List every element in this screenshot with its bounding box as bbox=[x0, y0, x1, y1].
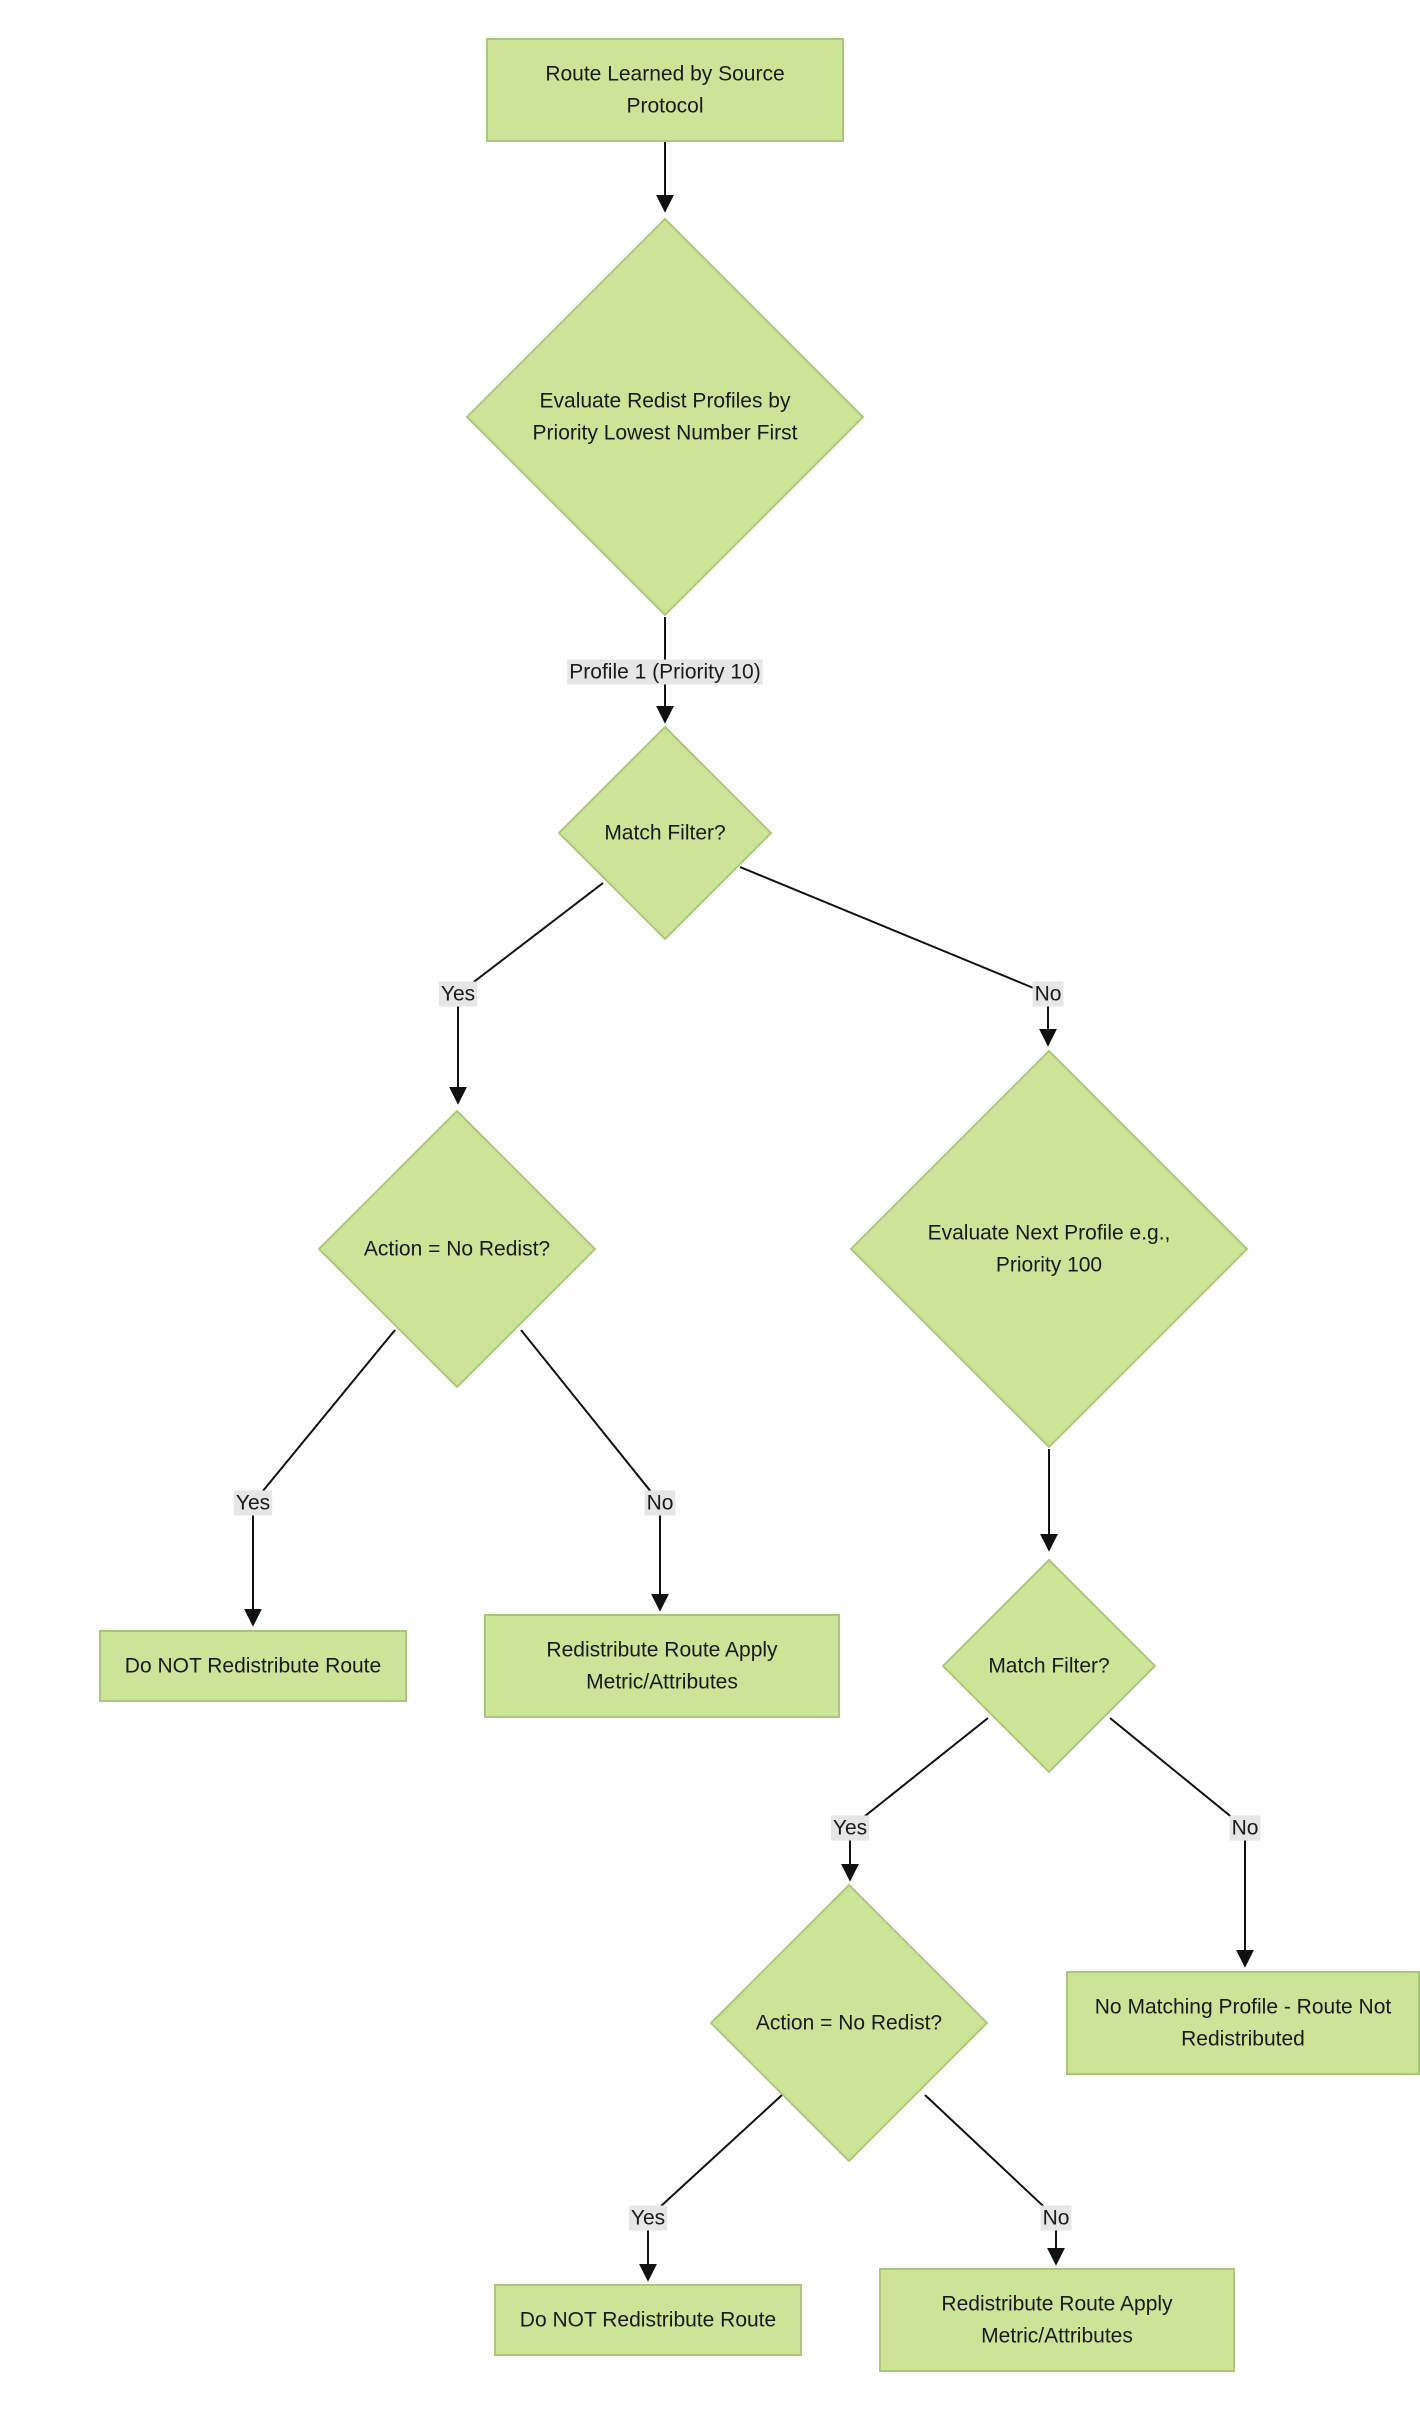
edge-label-text: Yes bbox=[236, 1492, 270, 1515]
node-text-line: Evaluate Redist Profiles by bbox=[540, 390, 791, 413]
node-text-line: Redistribute Route Apply bbox=[941, 2293, 1173, 2316]
edge-action2-no bbox=[924, 2094, 1065, 2266]
edge-action2-yes bbox=[639, 2094, 783, 2282]
node-text-line: Do NOT Redistribute Route bbox=[520, 2309, 776, 2332]
node-evaluate-next-profile: Evaluate Next Profile e.g., Priority 100 bbox=[849, 1049, 1249, 1449]
edge-match2-yes bbox=[841, 1717, 989, 1882]
edge-label-background bbox=[438, 981, 478, 1007]
edge-label-text: Yes bbox=[631, 2207, 665, 2230]
node-text-line: Route Learned by Source bbox=[545, 63, 784, 86]
node-text-line: Protocol bbox=[626, 95, 703, 118]
edge-action1-no bbox=[520, 1329, 669, 1612]
node-redistribute-apply-1: Redistribute Route ApplyMetric/Attribute… bbox=[484, 1614, 840, 1718]
edge-label-action2-yes: Yes bbox=[628, 2205, 668, 2231]
process-box bbox=[486, 38, 844, 142]
node-text-line: Metric/Attributes bbox=[981, 2325, 1133, 2348]
decision-diamond bbox=[557, 725, 773, 941]
decision-diamond bbox=[941, 1558, 1157, 1774]
edge-label-text: No bbox=[647, 1492, 674, 1515]
node-text-line: Match Filter? bbox=[988, 1655, 1109, 1678]
edge-label-evaluate-to-match1: Profile 1 (Priority 10) bbox=[567, 659, 763, 685]
edge-label-text: No bbox=[1232, 1817, 1259, 1840]
node-match-filter-2: Match Filter? bbox=[941, 1558, 1157, 1774]
node-text-line: Action = No Redist? bbox=[364, 1238, 550, 1261]
node-text-line: Redistributed bbox=[1181, 2028, 1305, 2051]
edge-label-action1-yes: Yes bbox=[233, 1490, 273, 1516]
edge-label-match1-yes: Yes bbox=[438, 981, 478, 1007]
process-box bbox=[1066, 1971, 1420, 2075]
edge-label-background bbox=[830, 1815, 870, 1841]
node-match-filter-1: Match Filter? bbox=[557, 725, 773, 941]
edge-label-background bbox=[1229, 1815, 1261, 1841]
edge-label-text: No bbox=[1043, 2207, 1070, 2230]
edge-match2-no bbox=[1109, 1717, 1254, 1968]
edge-label-background bbox=[1032, 981, 1064, 1007]
edge-label-background bbox=[567, 659, 763, 685]
edge-label-background bbox=[628, 2205, 668, 2231]
edge-label-action1-no: No bbox=[644, 1490, 676, 1516]
node-text-line: Action = No Redist? bbox=[756, 2012, 942, 2035]
edge-label-text: No bbox=[1035, 983, 1062, 1006]
decision-diamond bbox=[317, 1109, 597, 1389]
edge-label-text: Yes bbox=[833, 1817, 867, 1840]
node-action-no-redist-2: Action = No Redist? bbox=[709, 1883, 989, 2163]
process-box bbox=[484, 1614, 840, 1718]
decision-diamond bbox=[849, 1049, 1249, 1449]
edge-label-action2-no: No bbox=[1040, 2205, 1072, 2231]
edge-label-background bbox=[644, 1490, 676, 1516]
edge-label-match1-no: No bbox=[1032, 981, 1064, 1007]
node-text-line: Evaluate Next Profile e.g., bbox=[928, 1222, 1171, 1245]
edge-action1-yes bbox=[244, 1329, 396, 1627]
edge-label-match2-no: No bbox=[1229, 1815, 1261, 1841]
node-do-not-redistribute-2: Do NOT Redistribute Route bbox=[494, 2284, 802, 2356]
edge-label-text: Profile 1 (Priority 10) bbox=[569, 661, 760, 684]
node-text-line: Metric/Attributes bbox=[586, 1671, 738, 1694]
node-text-line: No Matching Profile - Route Not bbox=[1095, 1996, 1392, 2019]
process-box bbox=[879, 2268, 1235, 2372]
edge-label-background bbox=[233, 1490, 273, 1516]
process-box bbox=[99, 1630, 407, 1702]
node-text-line: Match Filter? bbox=[604, 822, 725, 845]
process-box bbox=[494, 2284, 802, 2356]
node-text-line: Priority 100 bbox=[996, 1254, 1102, 1277]
node-evaluate-profiles: Evaluate Redist Profiles by Priority Lowe… bbox=[465, 217, 865, 617]
node-action-no-redist-1: Action = No Redist? bbox=[317, 1109, 597, 1389]
edge-match1-yes bbox=[449, 882, 604, 1105]
node-text-line: Priority Lowest Number First bbox=[533, 422, 798, 445]
edge-label-text: Yes bbox=[441, 983, 475, 1006]
edge-match1-no bbox=[739, 866, 1057, 1047]
node-do-not-redistribute-1: Do NOT Redistribute Route bbox=[99, 1630, 407, 1702]
decision-diamond bbox=[465, 217, 865, 617]
decision-diamond bbox=[709, 1883, 989, 2163]
edge-label-match2-yes: Yes bbox=[830, 1815, 870, 1841]
node-text-line: Do NOT Redistribute Route bbox=[125, 1655, 381, 1678]
node-text-line: Redistribute Route Apply bbox=[546, 1639, 778, 1662]
node-no-matching-profile: No Matching Profile - Route NotRedistrib… bbox=[1066, 1971, 1420, 2075]
edge-label-background bbox=[1040, 2205, 1072, 2231]
node-redistribute-apply-2: Redistribute Route ApplyMetric/Attribute… bbox=[879, 2268, 1235, 2372]
